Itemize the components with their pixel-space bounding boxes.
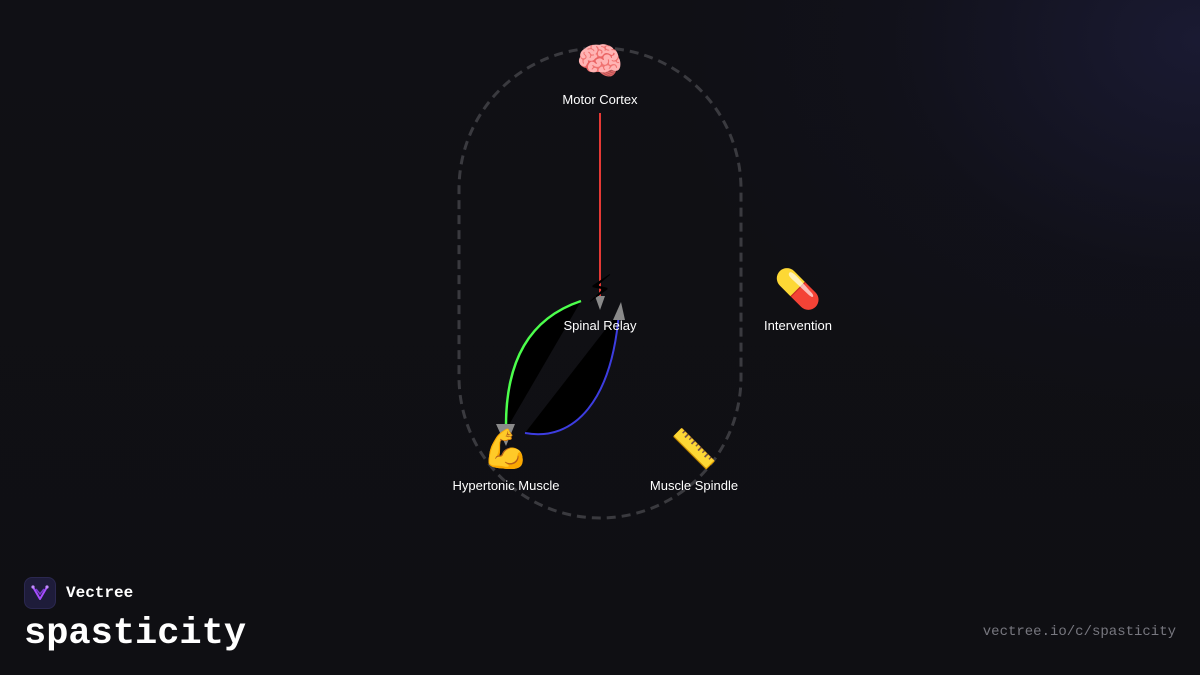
arrowhead-hypertonic-muscle [496, 424, 515, 446]
node-muscle-spindle[interactable]: 📏 Muscle Spindle [650, 427, 738, 493]
brand[interactable]: Vectree [24, 577, 133, 609]
pill-icon: 💊 [774, 266, 821, 312]
node-hypertonic-muscle[interactable]: 💪 Hypertonic Muscle [453, 427, 560, 493]
ruler-icon: 📏 [670, 427, 717, 471]
flexed-biceps-icon: 💪 [482, 427, 529, 471]
lightning-icon: ⚡ [587, 267, 614, 311]
node-intervention[interactable]: 💊 Intervention [764, 266, 832, 333]
brain-icon: 🧠 [576, 39, 623, 83]
arrowhead-motor-cortex-edge [595, 296, 605, 310]
edge-hypertonic-muscle-to-spinal-relay [524, 311, 620, 436]
node-label-intervention: Intervention [764, 318, 832, 333]
node-label-hypertonic-muscle: Hypertonic Muscle [453, 478, 560, 493]
page-title: spasticity [24, 613, 247, 655]
brand-name: Vectree [66, 584, 134, 602]
loop-group-boundary [457, 46, 743, 520]
node-motor-cortex[interactable]: 🧠 Motor Cortex [562, 39, 638, 107]
arrowhead-spinal-relay [613, 302, 625, 320]
vectree-logo-icon [24, 577, 56, 609]
node-spinal-relay[interactable]: ⚡ Spinal Relay [564, 267, 637, 333]
page-url-link[interactable]: vectree.io/c/spasticity [982, 624, 1176, 640]
node-label-muscle-spindle: Muscle Spindle [650, 478, 738, 493]
node-label-spinal-relay: Spinal Relay [564, 318, 637, 333]
edge-spinal-relay-to-hypertonic-muscle [504, 299, 582, 431]
node-label-motor-cortex: Motor Cortex [562, 92, 638, 107]
